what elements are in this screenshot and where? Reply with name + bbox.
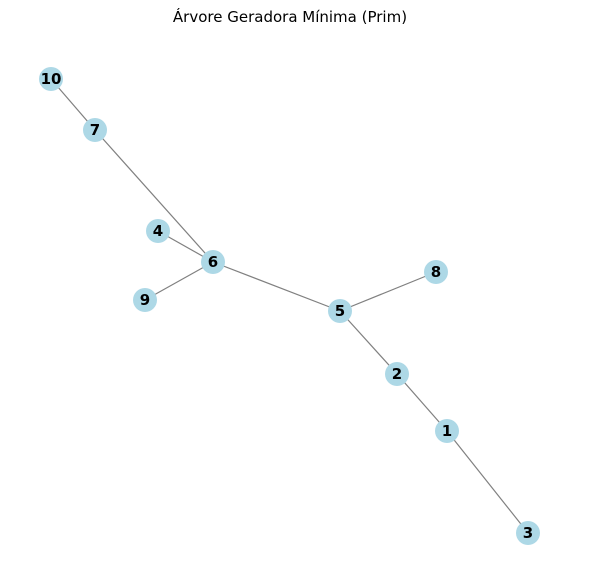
node-circle-6 (201, 250, 225, 274)
node-circle-1 (435, 419, 459, 443)
node-6: 6 (201, 250, 225, 274)
graph-title: Árvore Geradora Mínima (Prim) (172, 8, 408, 26)
nodes-layer: 1 2 3 4 5 6 7 8 9 10 (39, 67, 540, 545)
edge-5-2 (339, 310, 398, 375)
node-label-6: 6 (208, 253, 218, 271)
node-circle-2 (385, 362, 409, 386)
node-1: 1 (435, 419, 459, 443)
edge-7-6 (94, 129, 214, 263)
node-circle-10 (39, 67, 63, 91)
node-label-1: 1 (442, 422, 452, 440)
node-10: 10 (39, 67, 63, 91)
node-label-4: 4 (153, 222, 163, 240)
node-5: 5 (328, 299, 352, 323)
node-circle-9 (133, 288, 157, 312)
node-circle-7 (83, 118, 107, 142)
node-7: 7 (83, 118, 107, 142)
edge-2-1 (396, 373, 448, 432)
node-2: 2 (385, 362, 409, 386)
edges-layer (50, 78, 529, 534)
node-label-8: 8 (431, 263, 441, 281)
node-circle-3 (516, 521, 540, 545)
node-circle-5 (328, 299, 352, 323)
node-9: 9 (133, 288, 157, 312)
node-label-3: 3 (523, 524, 533, 542)
edge-8-5 (339, 271, 437, 312)
node-4: 4 (146, 219, 170, 243)
node-label-2: 2 (392, 365, 402, 383)
node-circle-8 (424, 260, 448, 284)
edge-1-3 (446, 430, 529, 534)
node-label-10: 10 (41, 70, 62, 88)
node-label-7: 7 (90, 121, 100, 139)
node-circle-4 (146, 219, 170, 243)
node-3: 3 (516, 521, 540, 545)
edge-9-6 (144, 261, 214, 301)
edge-6-5 (212, 261, 341, 312)
node-label-5: 5 (335, 302, 345, 320)
node-label-9: 9 (140, 291, 150, 309)
node-8: 8 (424, 260, 448, 284)
